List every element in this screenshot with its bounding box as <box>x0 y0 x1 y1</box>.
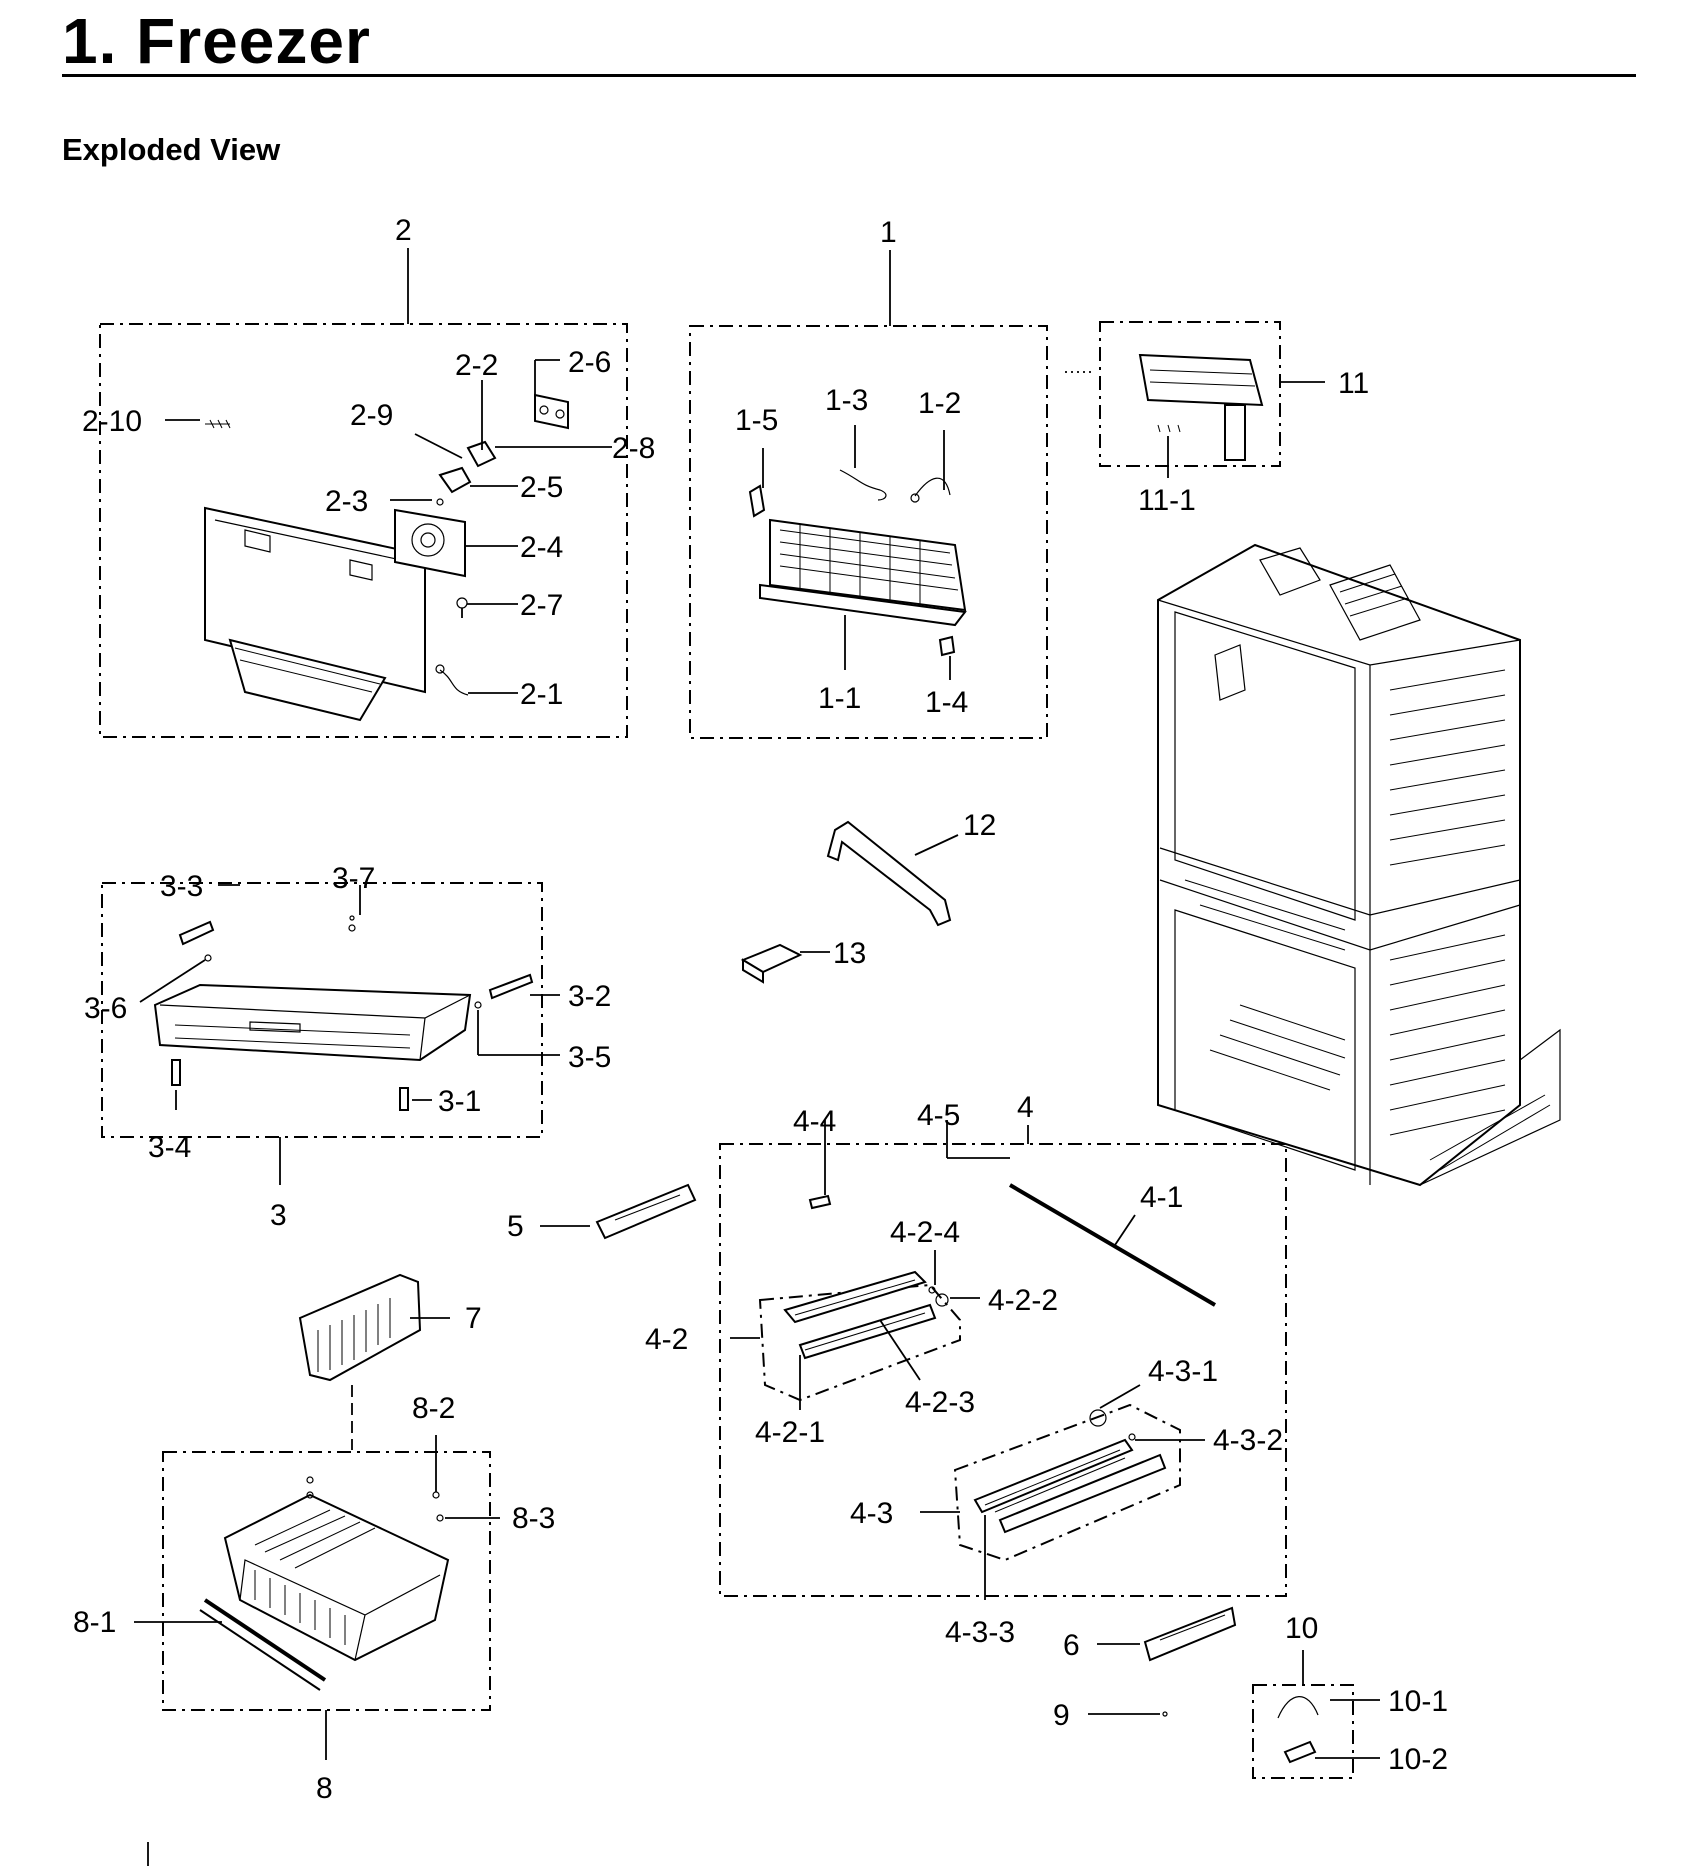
callout-4-1: 4-1 <box>1140 1181 1183 1214</box>
callout-10-2: 10-2 <box>1388 1743 1448 1776</box>
callout-3: 3 <box>270 1199 287 1232</box>
callout-2-6: 2-6 <box>568 346 611 379</box>
callout-4-2-4: 4-2-4 <box>890 1216 960 1249</box>
callout-10-1: 10-1 <box>1388 1685 1448 1718</box>
callout-3-6: 3-6 <box>84 992 127 1025</box>
callout-3-4: 3-4 <box>148 1131 191 1164</box>
callout-2-9: 2-9 <box>350 399 393 432</box>
callout-4-3-3: 4-3-3 <box>945 1616 1015 1649</box>
callout-1-1: 1-1 <box>818 682 861 715</box>
callout-1-4: 1-4 <box>925 686 968 719</box>
callout-2: 2 <box>395 214 412 247</box>
title-rule <box>62 74 1636 77</box>
callout-2-10: 2-10 <box>82 405 142 438</box>
callout-2-2: 2-2 <box>455 349 498 382</box>
callout-9: 9 <box>1053 1699 1070 1732</box>
callout-12: 12 <box>963 809 996 842</box>
part-13-block <box>740 943 830 984</box>
callout-2-5: 2-5 <box>520 471 563 504</box>
callout-4-2: 4-2 <box>645 1323 688 1356</box>
callout-8: 8 <box>316 1772 333 1805</box>
callout-11: 11 <box>1338 367 1369 400</box>
callout-1-2: 1-2 <box>918 387 961 420</box>
group-3-upper-drawer <box>101 882 560 1185</box>
part-12-cover <box>826 820 959 927</box>
callout-4-3-1: 4-3-1 <box>1148 1355 1218 1388</box>
part-9-screw <box>1088 1711 1168 1717</box>
callout-1: 1 <box>880 216 897 249</box>
callout-3-5: 3-5 <box>568 1041 611 1074</box>
callout-8-3: 8-3 <box>512 1502 555 1535</box>
callout-2-8: 2-8 <box>612 432 655 465</box>
refrigerator-cabinet <box>1157 543 1561 1187</box>
group-1-evaporator-assembly <box>689 250 1048 739</box>
callout-3-3: 3-3 <box>160 870 203 903</box>
callout-4: 4 <box>1017 1091 1034 1124</box>
callout-11-1: 11-1 <box>1138 484 1196 517</box>
callout-3-7: 3-7 <box>332 862 375 895</box>
callout-2-1: 2-1 <box>520 678 563 711</box>
callout-6: 6 <box>1063 1629 1080 1662</box>
group-4-rail-assembly <box>719 1120 1287 1600</box>
callout-1-3: 1-3 <box>825 384 868 417</box>
callout-4-5: 4-5 <box>917 1099 960 1132</box>
group-8-basket-assembly <box>134 1435 500 1760</box>
part-6-rail <box>1097 1606 1237 1662</box>
callout-3-1: 3-1 <box>438 1085 481 1118</box>
callout-10: 10 <box>1285 1612 1318 1645</box>
callout-8-2: 8-2 <box>412 1392 455 1425</box>
part-5-rail <box>540 1183 697 1240</box>
group-2-fan-assembly <box>99 248 628 738</box>
callout-2-4: 2-4 <box>520 531 563 564</box>
callout-4-2-3: 4-2-3 <box>905 1386 975 1419</box>
section-subtitle: Exploded View <box>62 132 281 167</box>
part-7-divider <box>298 1273 450 1450</box>
callout-4-2-2: 4-2-2 <box>988 1284 1058 1317</box>
callout-1-5: 1-5 <box>735 404 778 437</box>
group-10-wire-assembly <box>1252 1650 1380 1779</box>
group-11-ice-maker <box>1065 321 1325 478</box>
callout-5: 5 <box>507 1210 524 1243</box>
callout-13: 13 <box>833 937 866 970</box>
callout-2-7: 2-7 <box>520 589 563 622</box>
callout-3-2: 3-2 <box>568 980 611 1013</box>
callout-8-1: 8-1 <box>73 1606 116 1639</box>
page-title: 1. Freezer <box>62 5 371 77</box>
callout-4-4: 4-4 <box>793 1105 836 1138</box>
callout-4-3: 4-3 <box>850 1497 893 1530</box>
callout-2-3: 2-3 <box>325 485 368 518</box>
callout-7: 7 <box>465 1302 482 1335</box>
callout-4-2-1: 4-2-1 <box>755 1416 825 1449</box>
callout-4-3-2: 4-3-2 <box>1213 1424 1283 1457</box>
